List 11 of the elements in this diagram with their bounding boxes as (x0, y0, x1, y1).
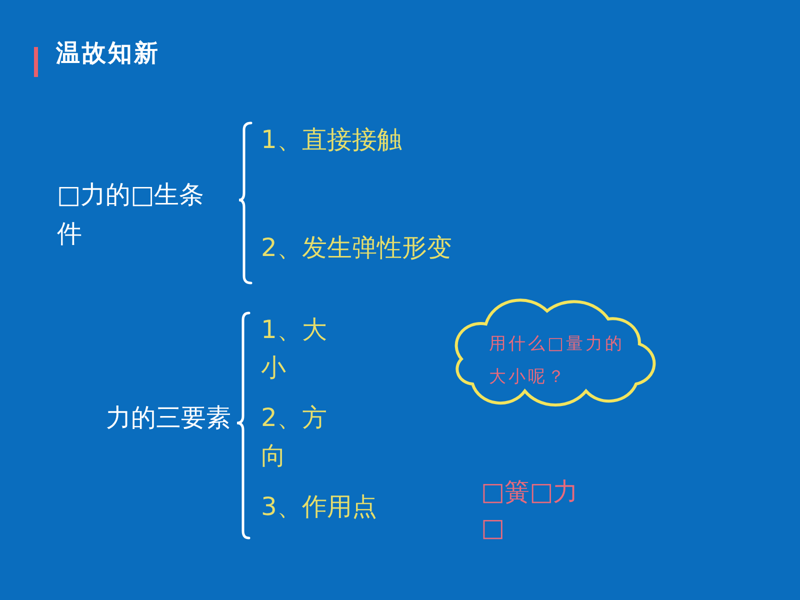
topic-label: □力的□生条件 (57, 179, 206, 250)
slide-title: 温故知新 (56, 38, 160, 69)
list-item: 1、直接接触 (261, 124, 403, 156)
list-item: 2、方向 (261, 402, 328, 472)
list-item: 3、作用点 (261, 491, 378, 523)
topic-label: 力的三要素 (106, 402, 232, 434)
list-item: 1、大小 (261, 314, 328, 384)
question-text: 用什么□量力的大小呢？ (489, 333, 626, 389)
answer-text: □簧□力□ (481, 476, 580, 544)
thought-cloud (457, 300, 655, 406)
list-item: 2、发生弹性形变 (261, 232, 453, 264)
